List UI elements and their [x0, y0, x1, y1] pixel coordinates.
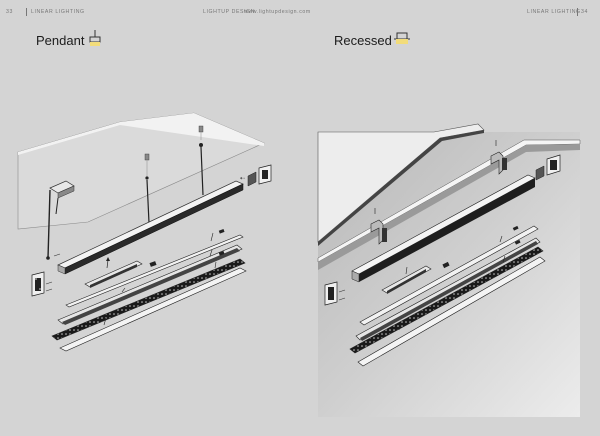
right-page-number: 34 [581, 9, 588, 15]
recessed-lamp-icon [394, 32, 410, 44]
pendant-illustration: ⇠ [17, 112, 272, 352]
recessed-illustration [317, 123, 581, 417]
right-section-label: LINEAR LIGHTING [527, 9, 581, 15]
recessed-end-cap [535, 154, 561, 181]
recessed-ceiling-slot [317, 139, 581, 263]
recessed-led-module [381, 261, 450, 294]
website-url: www.lightupdesign.com [244, 9, 311, 15]
pendant-ceiling-edge [18, 113, 264, 155]
recessed-profile [351, 174, 536, 283]
left-section-label: LINEAR LIGHTING [31, 9, 85, 15]
pendant-profile [57, 180, 244, 275]
recessed-end-cap-left [324, 281, 346, 306]
recessed-panel [318, 132, 580, 417]
pendant-suspension-cables [144, 125, 204, 224]
pendant-led-module [84, 257, 157, 288]
pendant-ceiling [17, 112, 265, 230]
pendant-suspension-left [46, 180, 75, 260]
recessed-ceiling-edge [318, 130, 484, 246]
pendant-title: Pendant [36, 33, 85, 48]
recessed-components [349, 225, 546, 367]
pendant-end-cap-left [31, 271, 53, 297]
recessed-title: Recessed [334, 33, 392, 48]
recessed-mounting-clips [370, 140, 507, 245]
left-page-number: 33 [6, 9, 13, 15]
left-header-divider [26, 8, 27, 16]
brand-name: LIGHTUP DESIGN [203, 9, 256, 15]
recessed-ceiling-slot-shadow [318, 144, 580, 270]
right-header-divider [577, 8, 578, 16]
svg-text:⇠: ⇠ [240, 176, 245, 182]
pendant-components [51, 229, 247, 352]
pendant-lamp-icon [89, 30, 101, 46]
page-header: 33 LINEAR LIGHTING LIGHTUP DESIGN www.li… [0, 0, 600, 22]
recessed-ceiling-top [317, 123, 485, 243]
pendant-end-cap: ⇠ [240, 164, 272, 187]
